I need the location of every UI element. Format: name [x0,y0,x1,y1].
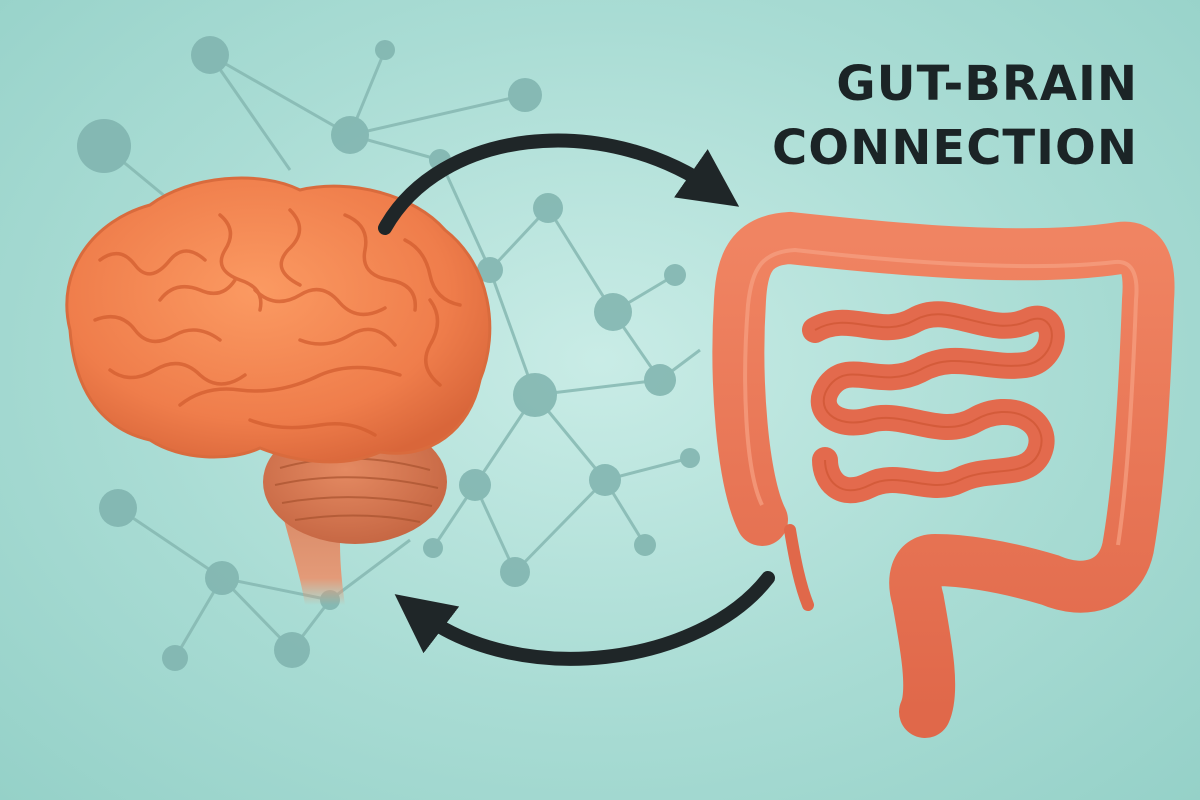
arrow-gut-to-brain [394,571,775,666]
small-intestine-shading [814,313,1053,492]
large-intestine-highlight [743,247,1139,546]
appendix [784,524,814,611]
cerebrum [65,176,492,464]
brain-illustration [65,176,492,605]
neural-network-background [77,36,701,671]
title-line-1: GUT-BRAIN [836,56,1138,112]
arrow-brain-to-gut [378,133,740,235]
small-intestine [802,301,1065,504]
page-title: GUT-BRAIN CONNECTION [718,52,1138,180]
title-line-2: CONNECTION [772,120,1138,176]
network-nodes [77,36,700,671]
bidirectional-arrows [378,133,775,666]
brain-gyri [93,208,462,437]
large-intestine [712,211,1175,738]
intestines-illustration [712,211,1175,738]
